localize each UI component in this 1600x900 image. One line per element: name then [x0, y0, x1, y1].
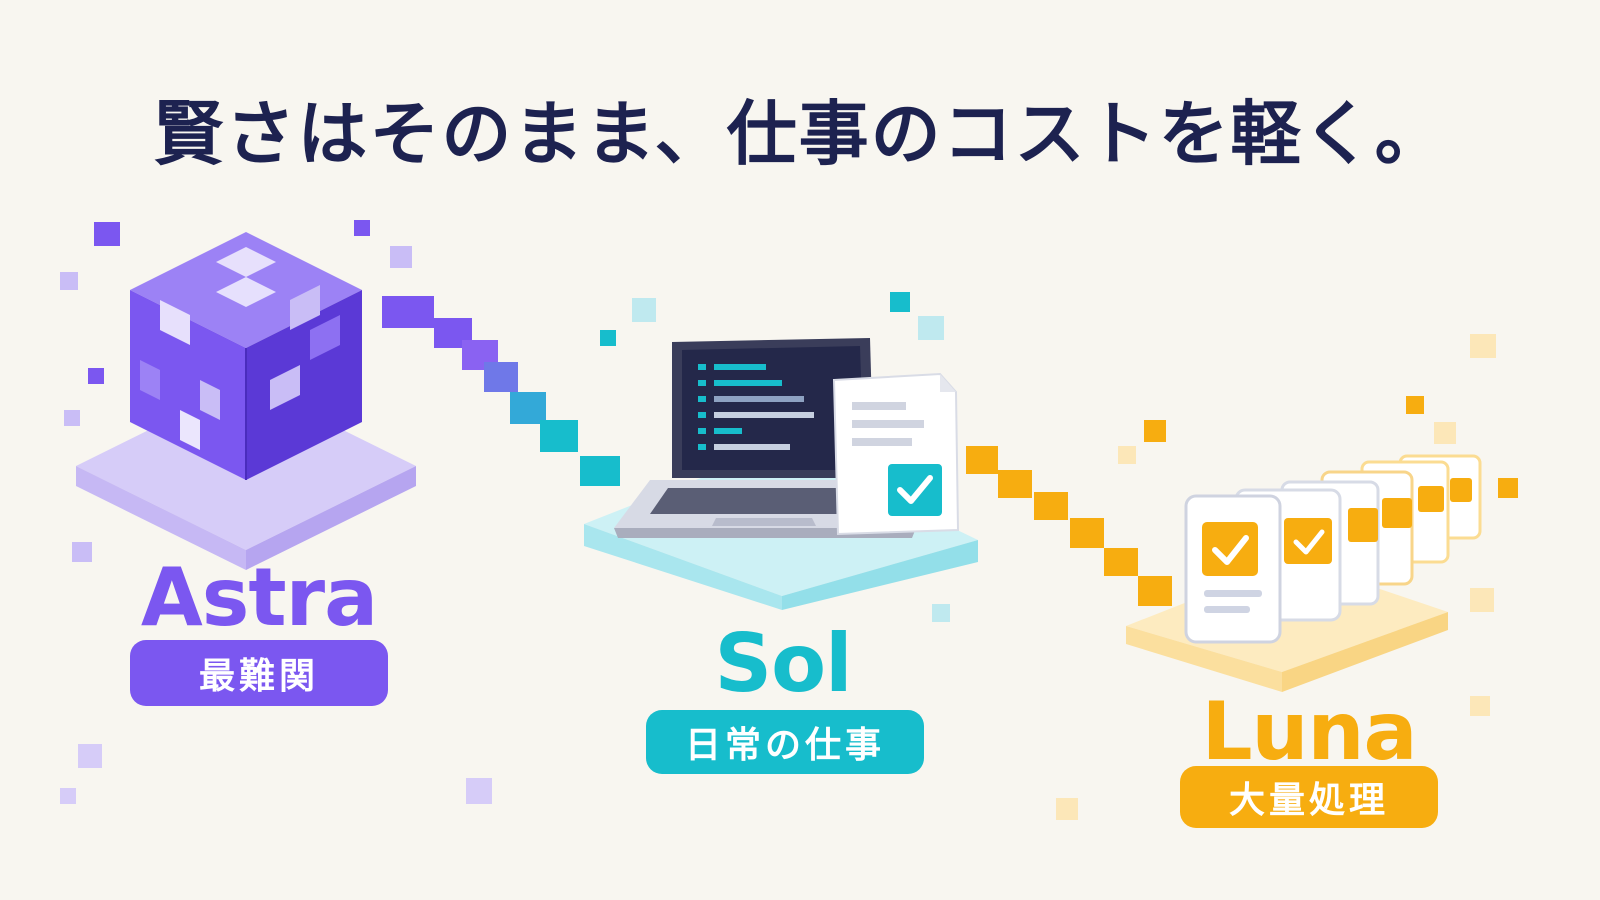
tier-badge-astra: 最難関 — [130, 640, 388, 706]
decor-pixels-amber — [1056, 334, 1518, 820]
sol-laptop-document — [584, 338, 978, 610]
connector-sol-luna — [966, 446, 1172, 606]
luna-document-stack — [1126, 454, 1482, 692]
tier-name-luna: Luna — [1201, 685, 1418, 778]
tier-name-astra: Astra — [140, 551, 378, 644]
page-title: 賢さはそのまま、仕事のコストを軽く。 — [153, 93, 1447, 175]
tier-badge-luna: 大量処理 — [1180, 766, 1438, 828]
tier-badge-sol: 日常の仕事 — [646, 710, 924, 774]
connector-astra-sol — [382, 296, 620, 486]
decor-pixels-cyan — [600, 292, 950, 622]
tier-name-sol: Sol — [714, 617, 853, 710]
decor-pixels-purple — [60, 220, 492, 804]
astra-pixel-cube — [76, 232, 416, 570]
